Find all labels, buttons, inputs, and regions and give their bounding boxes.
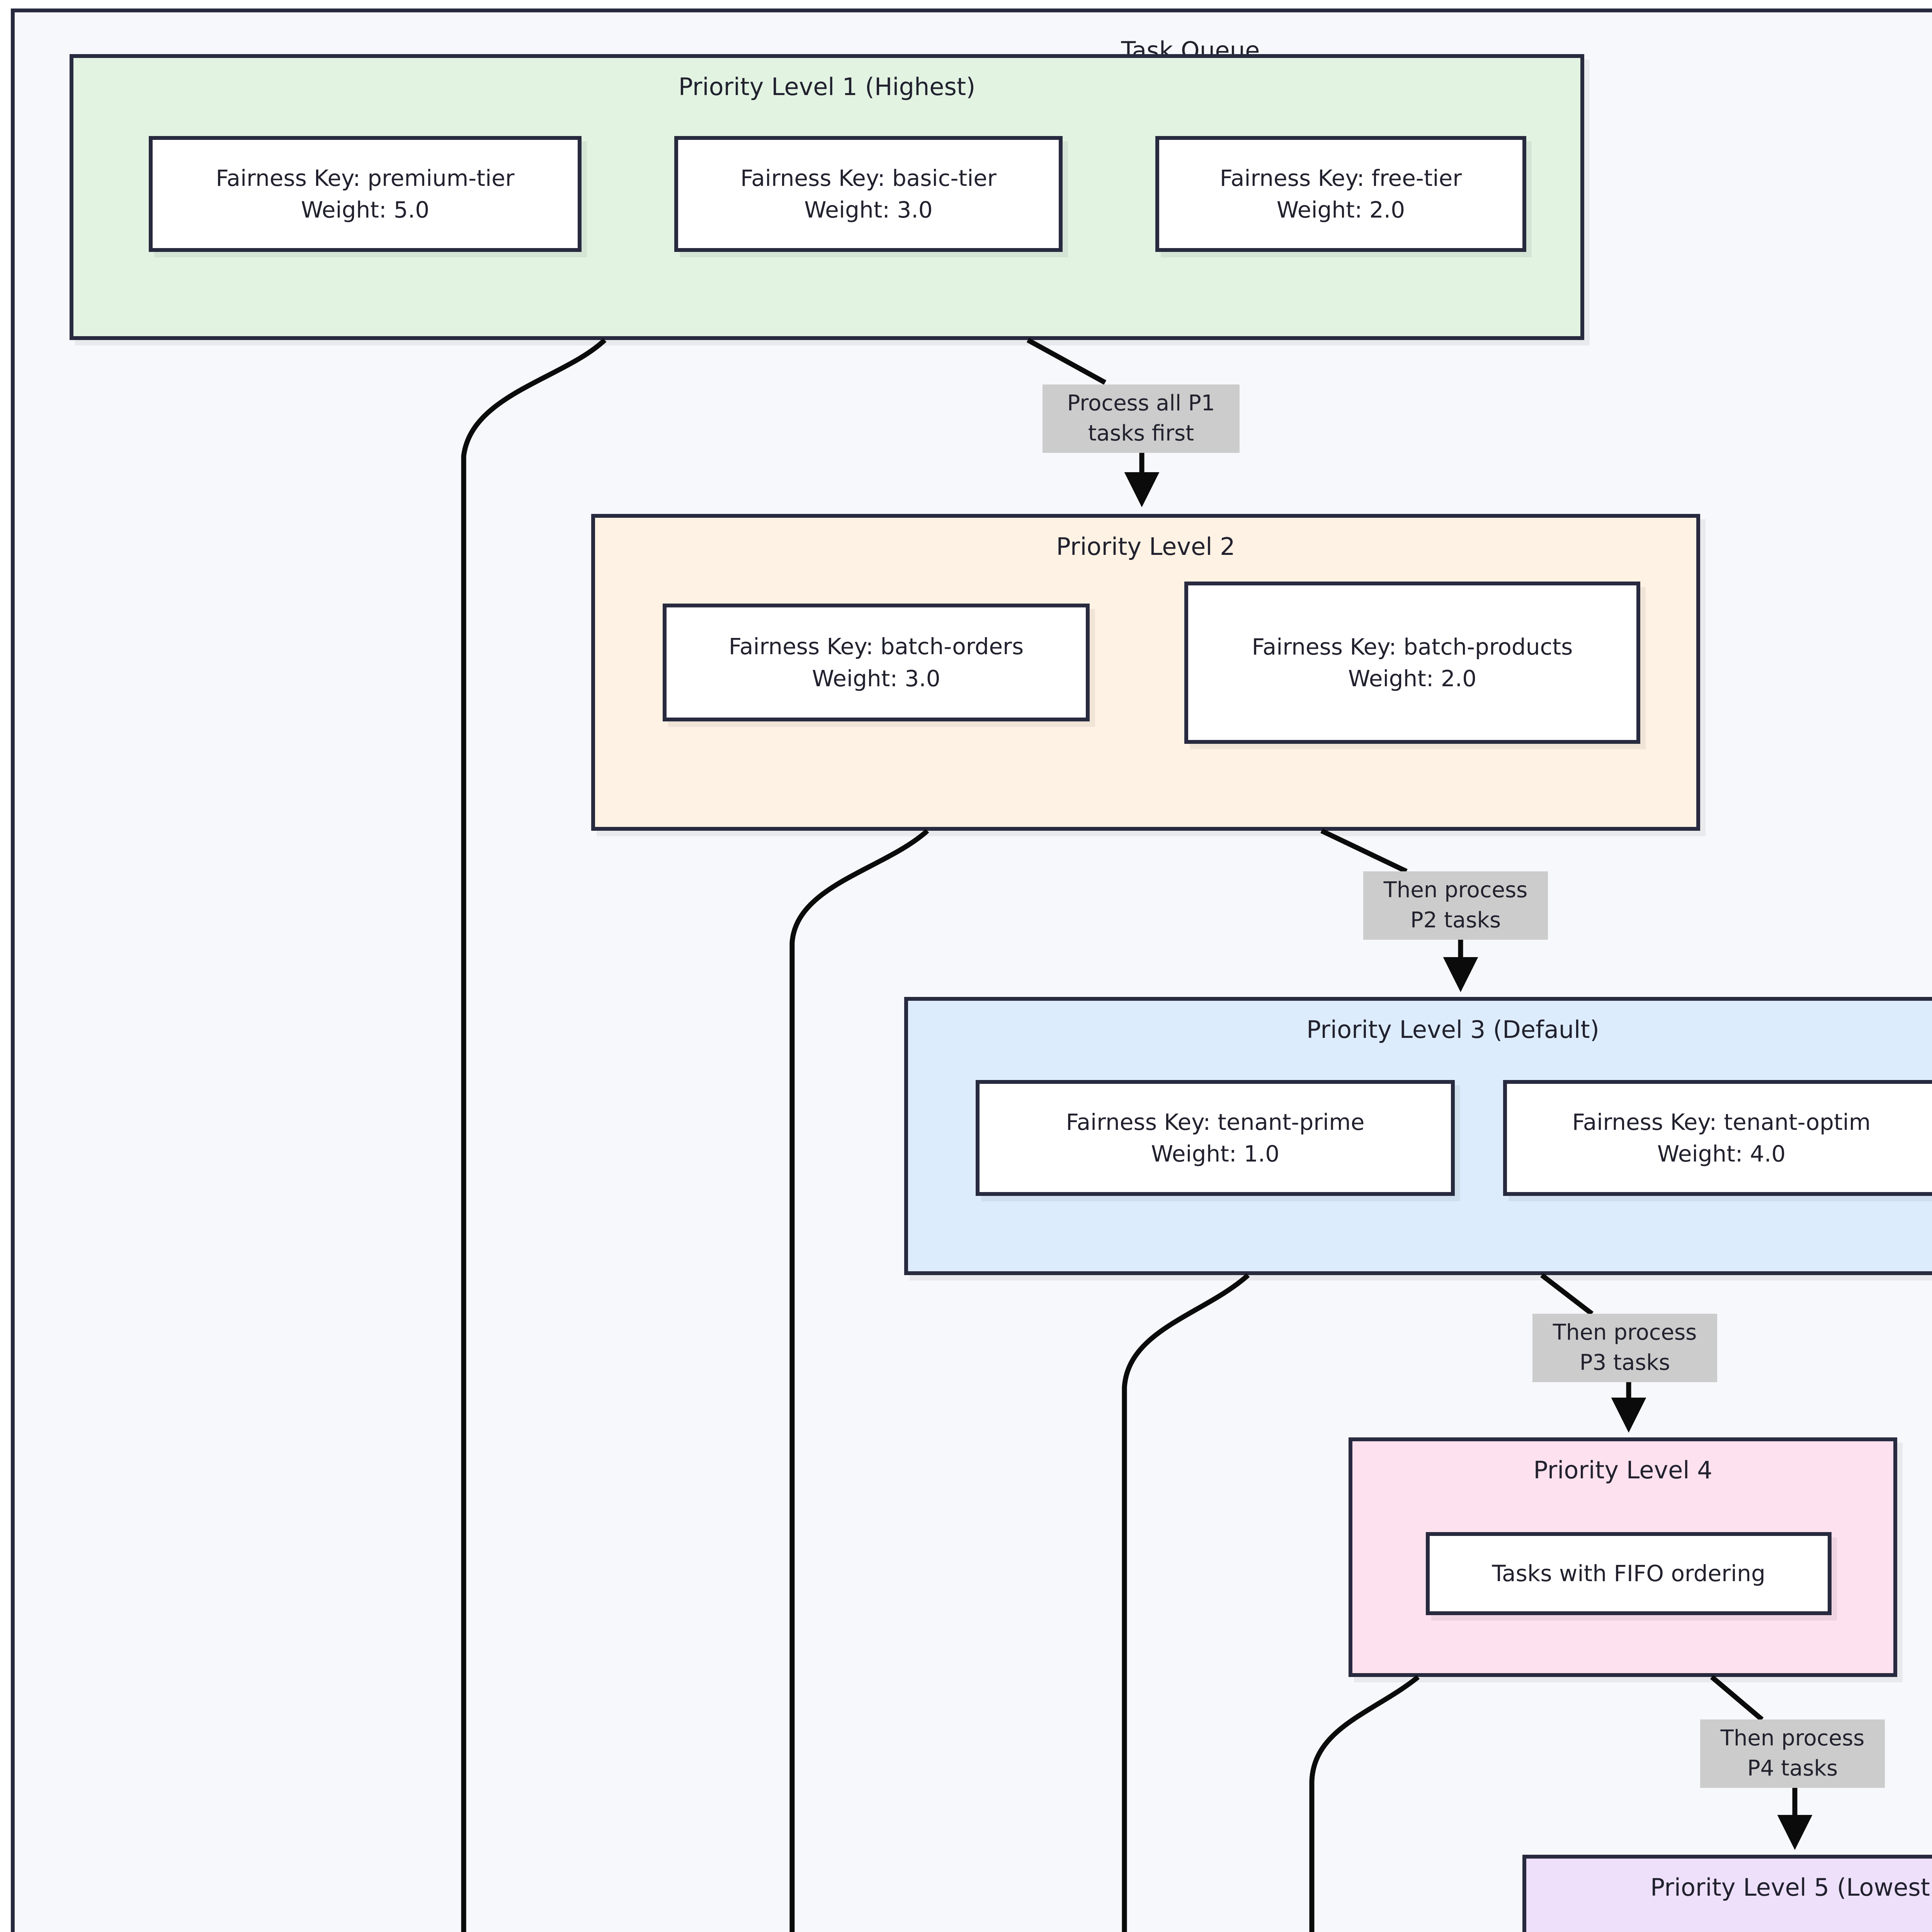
priority-level-5-group[interactable]: Priority Level 5 (Lowest): [1522, 1855, 1932, 1932]
fifo-label: Tasks with FIFO ordering: [1492, 1560, 1765, 1587]
fairness-key-label: Fairness Key: batch-products: [1252, 633, 1573, 660]
edge-label-p1-to-p2: Process all P1 tasks first: [1043, 384, 1240, 453]
weight-label: Weight: 2.0: [1348, 665, 1477, 692]
priority-level-3-title: Priority Level 3 (Default): [1306, 1015, 1599, 1044]
fairness-node-basic-tier[interactable]: Fairness Key: basic-tier Weight: 3.0: [674, 136, 1063, 252]
edge-label-p3-to-p4: Then process P3 tasks: [1532, 1314, 1717, 1382]
edge-label-line-1: Process all P1: [1067, 391, 1215, 416]
priority-level-5-title: Priority Level 5 (Lowest): [1650, 1873, 1932, 1901]
edge-label-line-1: Then process: [1553, 1320, 1697, 1345]
priority-level-1-title: Priority Level 1 (Highest): [678, 73, 976, 101]
edge-label-line-1: Then process: [1720, 1726, 1865, 1751]
fairness-node-batch-orders[interactable]: Fairness Key: batch-orders Weight: 3.0: [663, 604, 1090, 721]
fairness-node-tenant-optim[interactable]: Fairness Key: tenant-optim Weight: 4.0: [1503, 1080, 1932, 1196]
fifo-node-p4[interactable]: Tasks with FIFO ordering: [1426, 1532, 1832, 1615]
edge-label-line-2: P4 tasks: [1747, 1756, 1838, 1781]
weight-label: Weight: 3.0: [804, 197, 933, 223]
weight-label: Weight: 3.0: [812, 665, 940, 692]
fairness-key-label: Fairness Key: batch-orders: [728, 633, 1024, 660]
fairness-key-label: Fairness Key: tenant-optim: [1572, 1109, 1871, 1135]
edge-label-line-1: Then process: [1383, 878, 1528, 903]
edge-label-p4-to-p5: Then process P4 tasks: [1700, 1719, 1885, 1788]
fairness-key-label: Fairness Key: basic-tier: [740, 165, 997, 191]
fairness-key-label: Fairness Key: tenant-prime: [1066, 1109, 1365, 1135]
edge-label-line-2: P3 tasks: [1579, 1350, 1670, 1376]
weight-label: Weight: 2.0: [1276, 197, 1405, 223]
weight-label: Weight: 1.0: [1151, 1141, 1280, 1167]
fairness-node-batch-products[interactable]: Fairness Key: batch-products Weight: 2.0: [1184, 582, 1640, 744]
priority-level-2-title: Priority Level 2: [1056, 532, 1235, 561]
fairness-node-tenant-prime[interactable]: Fairness Key: tenant-prime Weight: 1.0: [976, 1080, 1455, 1196]
priority-level-4-title: Priority Level 4: [1533, 1456, 1713, 1484]
fairness-node-premium-tier[interactable]: Fairness Key: premium-tier Weight: 5.0: [149, 136, 582, 252]
fairness-key-label: Fairness Key: premium-tier: [216, 165, 515, 191]
edge-label-p2-to-p3: Then process P2 tasks: [1363, 871, 1548, 940]
edge-label-line-2: P2 tasks: [1410, 908, 1501, 933]
weight-label: Weight: 4.0: [1657, 1141, 1786, 1167]
weight-label: Weight: 5.0: [301, 197, 430, 223]
fairness-key-label: Fairness Key: free-tier: [1219, 165, 1462, 191]
fairness-node-free-tier[interactable]: Fairness Key: free-tier Weight: 2.0: [1155, 136, 1526, 252]
edge-label-line-2: tasks first: [1088, 421, 1194, 446]
